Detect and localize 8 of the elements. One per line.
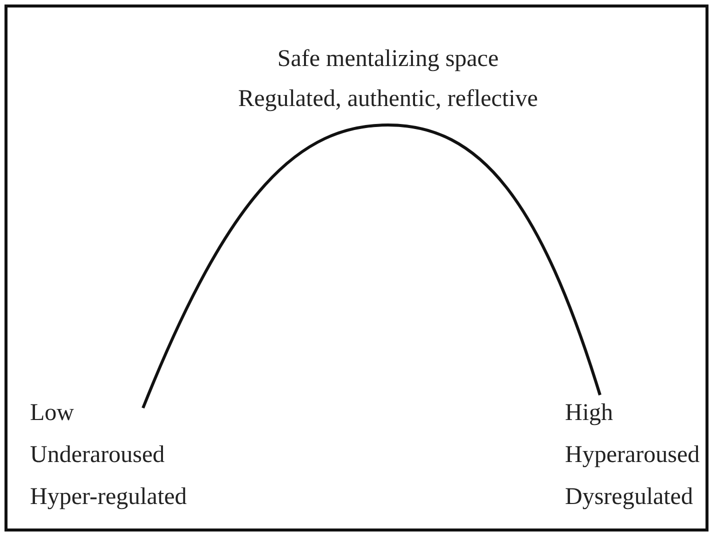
- end-label: Dysregulated: [565, 483, 693, 512]
- end-label: Underaroused: [30, 441, 165, 470]
- end-label: High: [565, 399, 613, 428]
- end-label: Low: [30, 399, 74, 428]
- peak-label: Regulated, authentic, reflective: [238, 85, 538, 114]
- end-label: Hyperaroused: [565, 441, 700, 470]
- end-label: Hyper-regulated: [30, 483, 187, 512]
- peak-label: Safe mentalizing space: [277, 45, 499, 74]
